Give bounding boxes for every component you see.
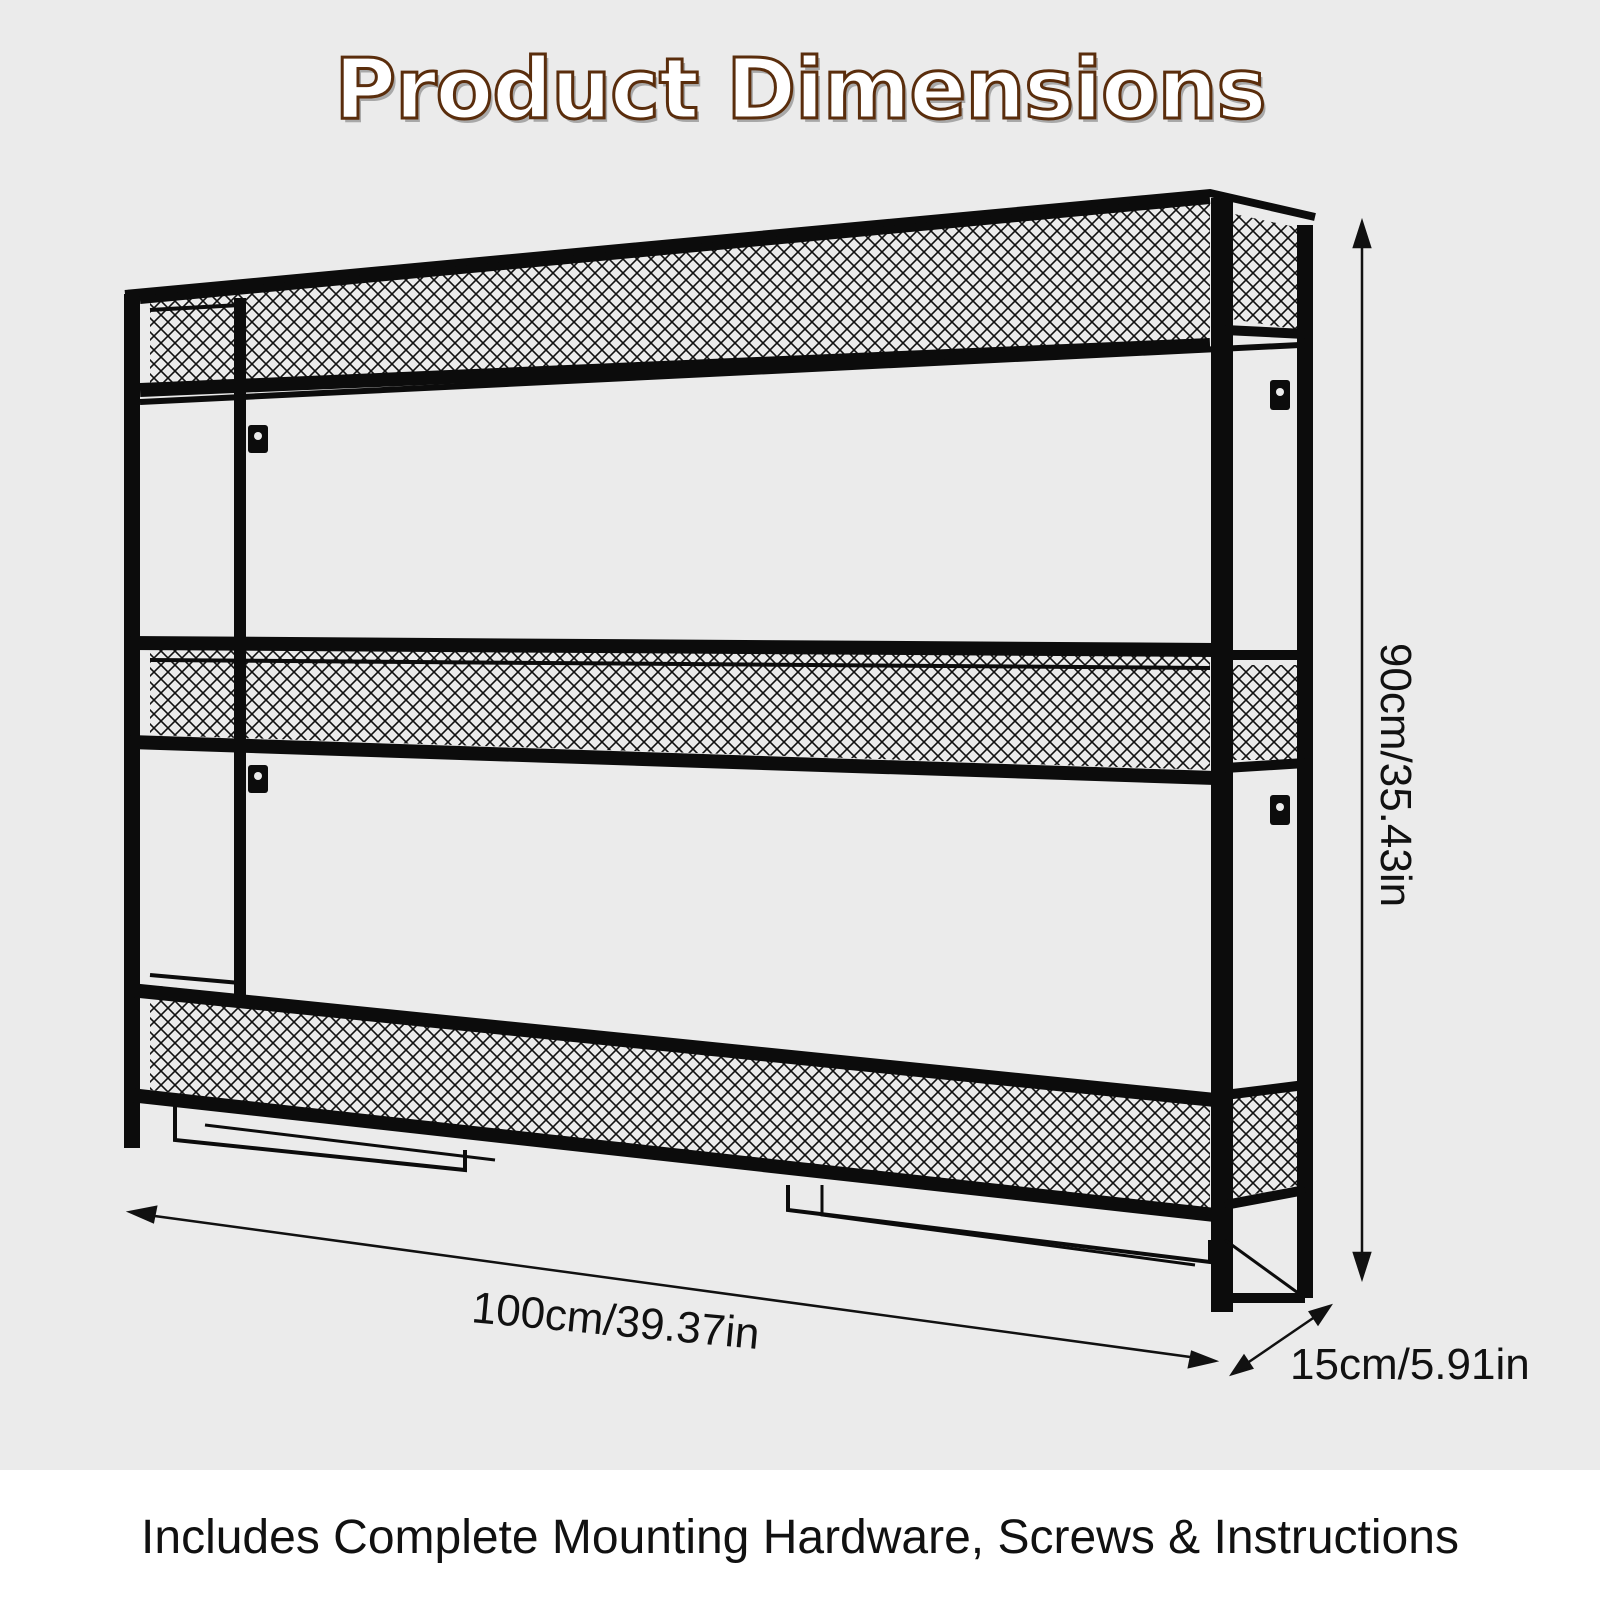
product-image-area: Product Dimensions (0, 0, 1600, 1470)
arrow-head-up (1352, 217, 1372, 249)
arrow-head-depth-left (1229, 1353, 1254, 1377)
depth-dimension-label: 15cm/5.91in (1290, 1340, 1530, 1389)
arrow-head-left (125, 1205, 158, 1224)
arrow-head-depth-right (1308, 1303, 1333, 1327)
shelf-illustration (124, 188, 1372, 1377)
dimension-arrows (125, 217, 1372, 1377)
page-title: Product Dimensions (333, 39, 1268, 140)
mesh-panels (150, 200, 1300, 1212)
arrow-head-down (1352, 1251, 1372, 1283)
arrow-head-right (1187, 1350, 1220, 1369)
mounting-brackets (248, 380, 1290, 825)
height-dimension-label: 90cm/35.43in (1371, 642, 1420, 908)
hardware-note: Includes Complete Mounting Hardware, Scr… (141, 1511, 1459, 1564)
shelf-frame (124, 188, 1316, 1312)
